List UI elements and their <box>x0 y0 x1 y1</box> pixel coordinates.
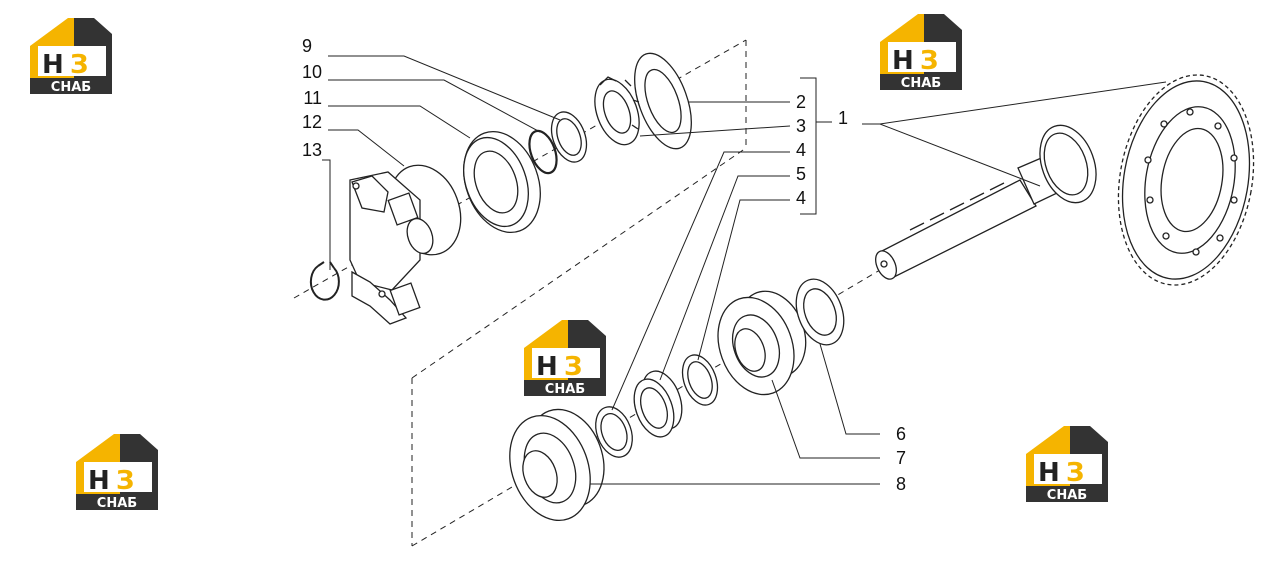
callout-13: 13 <box>302 140 322 160</box>
callout-9: 9 <box>302 36 312 56</box>
part-ring-gear-1 <box>1117 74 1255 286</box>
watermark-logo-bottom-right <box>1026 426 1108 503</box>
callout-4-a: 4 <box>796 140 806 160</box>
part-ring-4-lower <box>595 406 633 458</box>
part-washer-2 <box>634 52 692 150</box>
callout-5: 5 <box>796 164 806 184</box>
part-washer-9 <box>550 111 588 163</box>
callout-7: 7 <box>896 448 906 468</box>
part-bearing-7 <box>717 290 807 396</box>
callout-1: 1 <box>838 108 848 128</box>
leader-lines <box>322 55 1167 485</box>
part-shim-6 <box>795 278 845 346</box>
watermark-logo-bottom-left <box>76 434 158 511</box>
watermark-logo-top-right <box>880 14 962 91</box>
part-oring-10 <box>528 129 558 175</box>
part-ring-4-upper <box>681 354 719 406</box>
part-nut-3 <box>594 76 640 146</box>
part-spacer-5 <box>633 370 683 438</box>
callout-2: 2 <box>796 92 806 112</box>
part-pinion-shaft-1 <box>875 124 1097 280</box>
watermark-logo-center <box>524 320 606 397</box>
part-yoke-12 <box>349 164 462 325</box>
callout-4-b: 4 <box>796 188 806 208</box>
callout-10: 10 <box>302 62 322 82</box>
callout-11: 11 <box>303 88 322 108</box>
part-seal-11 <box>463 130 541 234</box>
part-bearing-8 <box>509 408 605 522</box>
callout-8: 8 <box>896 474 906 494</box>
callout-3: 3 <box>796 116 806 136</box>
callout-12: 12 <box>302 112 322 132</box>
watermark-logo-top-left <box>30 18 112 95</box>
callout-6: 6 <box>896 424 906 444</box>
part-circlip-13 <box>309 261 340 301</box>
